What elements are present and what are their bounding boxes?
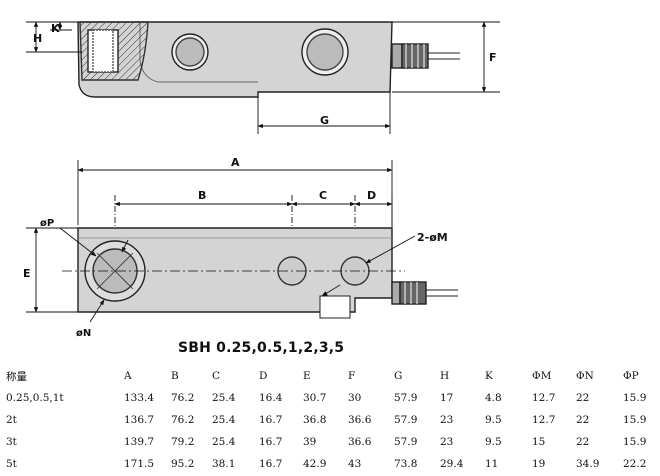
side-view <box>77 21 460 98</box>
table-cell: 133.4 <box>124 392 155 404</box>
table-row: 0.25,0.5,1t 133.4 76.2 25.4 16.4 30.7 30 57.9 17… <box>6 387 653 409</box>
table-cell: 16.7 <box>259 458 283 470</box>
table-cell: K <box>485 370 493 382</box>
table-cell: 30.7 <box>303 392 327 404</box>
table-cell: 16.7 <box>259 414 283 426</box>
table-cell: 136.7 <box>124 414 155 426</box>
table-cell: 73.8 <box>394 458 418 470</box>
top-view-leaders <box>59 227 416 323</box>
load-cell-drawing: H K F G <box>23 21 500 339</box>
table-cell: 25.4 <box>212 414 236 426</box>
table-row: 2t 136.7 76.2 25.4 16.7 36.8 36.6 57.9 23 9.5 12.7… <box>6 409 653 431</box>
table-cell: H <box>440 370 450 382</box>
table-cell: 9.5 <box>485 414 502 426</box>
table-cell: 57.9 <box>394 436 418 448</box>
table-cell: B <box>171 370 179 382</box>
table-cell: ΦN <box>576 370 594 382</box>
table-cell: 9.5 <box>485 436 502 448</box>
label-C: C <box>319 189 327 202</box>
table-cell: 25.4 <box>212 392 236 404</box>
table-cell: 34.9 <box>576 458 600 470</box>
table-cell: G <box>394 370 403 382</box>
table-cell: 16.7 <box>259 436 283 448</box>
label-diameter-P: øP <box>40 218 54 229</box>
table-cell: 5t <box>6 458 17 470</box>
table-cell: 36.8 <box>303 414 327 426</box>
label-K: K <box>51 22 60 35</box>
table-cell: 25.4 <box>212 436 236 448</box>
table-cell: 22 <box>576 414 590 426</box>
table-cell: ΦP <box>623 370 639 382</box>
label-A: A <box>231 156 240 169</box>
top-view <box>62 227 458 319</box>
table-cell: 76.2 <box>171 414 195 426</box>
table-cell: C <box>212 370 221 382</box>
label-diameter-N: øN <box>76 328 91 339</box>
table-cell: 29.4 <box>440 458 464 470</box>
table-cell: 15.9 <box>623 392 647 404</box>
table-cell: 139.7 <box>124 436 155 448</box>
label-B: B <box>198 189 206 202</box>
table-cell: 38.1 <box>212 458 236 470</box>
table-cell: 称量 <box>6 370 27 383</box>
table-cell: 30 <box>348 392 362 404</box>
table-cell: 4.8 <box>485 392 502 404</box>
table-cell: 16.4 <box>259 392 283 404</box>
label-E: E <box>23 267 31 280</box>
table-cell: 57.9 <box>394 414 418 426</box>
table-cell: 22.2 <box>623 458 647 470</box>
table-cell: 79.2 <box>171 436 195 448</box>
table-header-row: 称量 A B C D E F G H K ΦM ΦN ΦP <box>6 365 653 387</box>
table-cell: 171.5 <box>124 458 155 470</box>
table-cell: 23 <box>440 436 454 448</box>
table-cell: 12.7 <box>532 414 556 426</box>
table-cell: 12.7 <box>532 392 556 404</box>
table-cell: A <box>124 370 132 382</box>
spec-table: 称量 A B C D E F G H K ΦM ΦN ΦP 0.25,0.5,1t 133.4 76.2 25.… <box>6 365 653 475</box>
table-cell: 11 <box>485 458 499 470</box>
table-cell: E <box>303 370 311 382</box>
table-cell: ΦM <box>532 370 552 382</box>
table-cell: 23 <box>440 414 454 426</box>
table-cell: 39 <box>303 436 317 448</box>
table-cell: 42.9 <box>303 458 327 470</box>
label-diameter-M: 2-øM <box>417 231 448 244</box>
label-G: G <box>320 114 329 127</box>
table-cell: 43 <box>348 458 362 470</box>
table-cell: D <box>259 370 268 382</box>
table-cell: 15.9 <box>623 414 647 426</box>
table-row: 5t 171.5 95.2 38.1 16.7 42.9 43 73.8 29.4 11 19 34.… <box>6 453 653 475</box>
label-F: F <box>489 51 497 64</box>
table-row: 3t 139.7 79.2 25.4 16.7 39 36.6 57.9 23 9.5 15 22 15… <box>6 431 653 453</box>
table-cell: 57.9 <box>394 392 418 404</box>
label-D: D <box>367 189 376 202</box>
table-cell: 95.2 <box>171 458 195 470</box>
table-cell: 19 <box>532 458 546 470</box>
table-cell: 3t <box>6 436 17 448</box>
table-cell: 17 <box>440 392 454 404</box>
table-cell: 76.2 <box>171 392 195 404</box>
table-cell: 36.6 <box>348 436 372 448</box>
label-H: H <box>33 32 42 45</box>
table-cell: 22 <box>576 392 590 404</box>
side-view-dimensions <box>26 21 500 134</box>
model-title: SBH 0.25,0.5,1,2,3,5 <box>178 340 345 356</box>
table-cell: 15 <box>532 436 546 448</box>
table-cell: 22 <box>576 436 590 448</box>
table-cell: 2t <box>6 414 17 426</box>
table-cell: 36.6 <box>348 414 372 426</box>
table-cell: 15.9 <box>623 436 647 448</box>
table-cell: 0.25,0.5,1t <box>6 392 64 404</box>
table-cell: F <box>348 370 356 382</box>
